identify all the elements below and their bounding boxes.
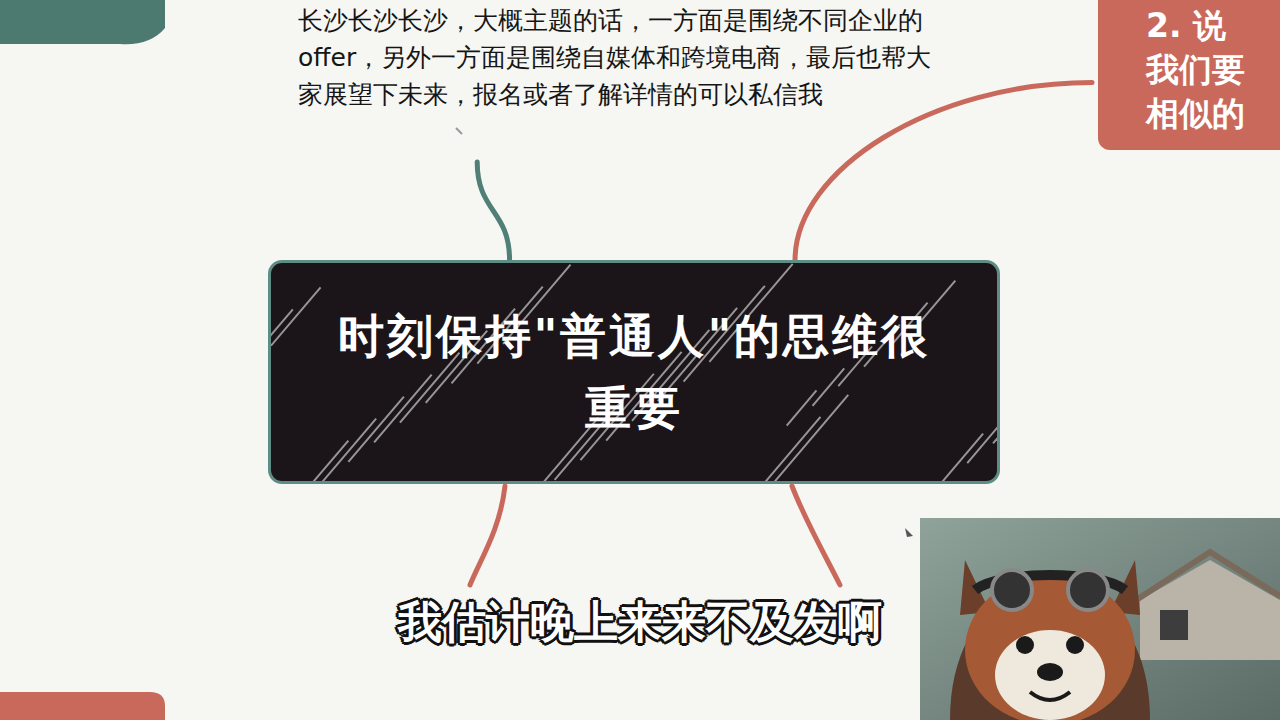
cursor-icon (905, 528, 913, 537)
node-text: 2. 说 我们要 相似的 (1146, 4, 1270, 136)
central-topic: 时刻保持"普通人"的思维很重要 (268, 260, 1000, 484)
text-group: 时刻保持"普通人"的思维很重要 (331, 300, 937, 444)
topic-box: 2. 说 我们要 相似的 (1098, 0, 1280, 150)
branch-connector (477, 162, 509, 260)
partial-box (0, 692, 165, 720)
branch-connector (795, 83, 1092, 261)
node-text: 时刻保持"普通人"的思维很重要 (331, 300, 937, 444)
node-text: 长沙长沙长沙，大概主题的话，一方面是围绕不同企业的offer，另外一方面是围绕自… (298, 2, 938, 113)
topic-text: 长沙长沙长沙，大概主题的话，一方面是围绕不同企业的offer，另外一方面是围绕自… (298, 2, 938, 152)
partial-box (0, 0, 165, 44)
avatar-illustration (920, 518, 1280, 720)
subtitle-caption: 我估计晚上来来不及发啊 (300, 594, 980, 650)
branch-line (470, 486, 505, 585)
hatch-pattern (271, 263, 997, 481)
text-group: 2. 说 我们要 相似的 (1146, 4, 1270, 136)
tick-mark (456, 128, 462, 134)
branch-line (792, 486, 840, 585)
text-group: 长沙长沙长沙，大概主题的话，一方面是围绕不同企业的offer，另外一方面是围绕自… (298, 2, 938, 113)
